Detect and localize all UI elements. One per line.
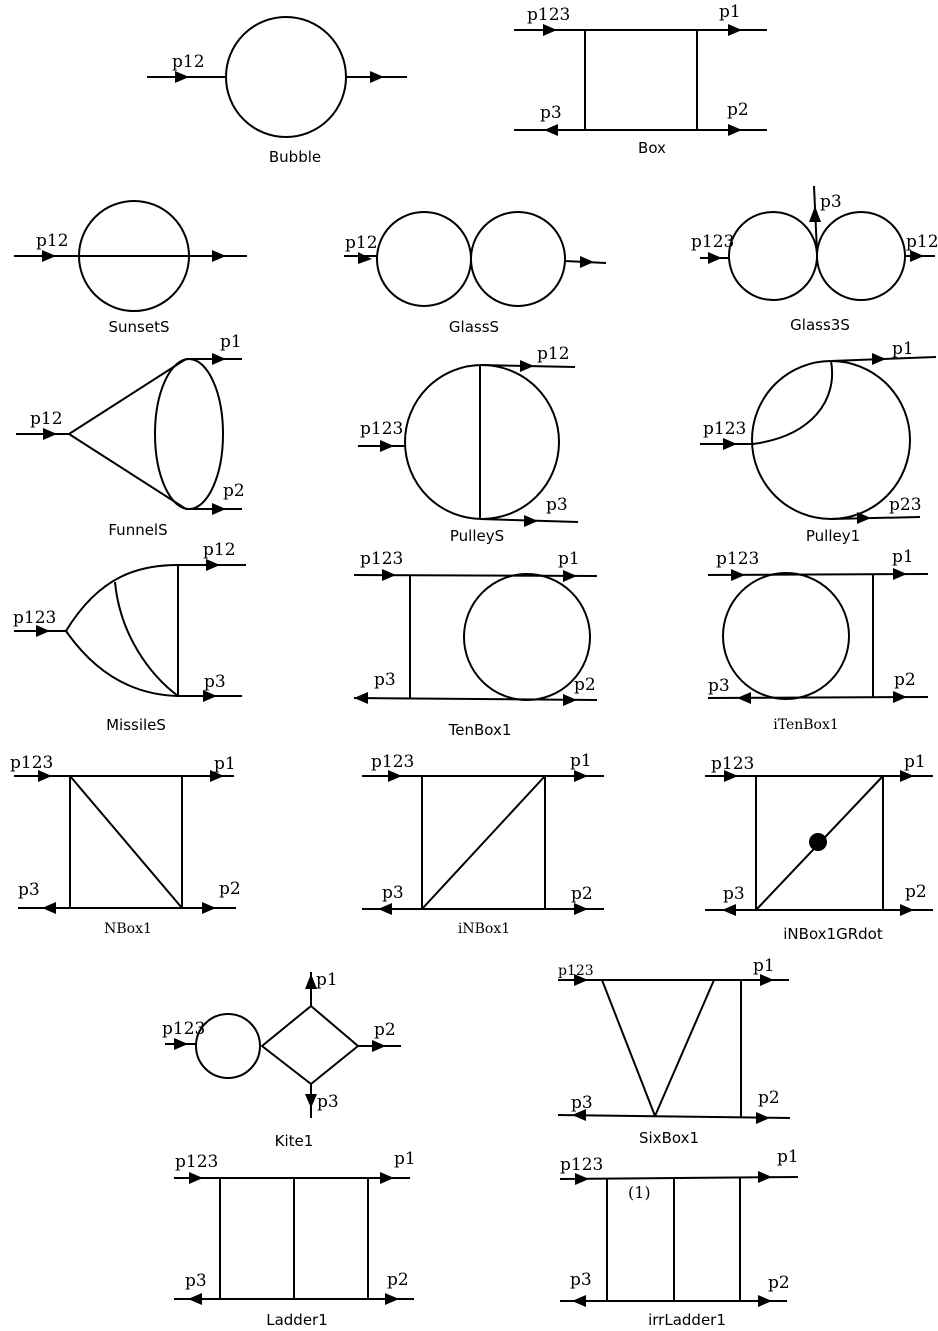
label-momentum: p123	[360, 419, 403, 439]
label-momentum: p1	[316, 970, 338, 990]
label-momentum: p3	[540, 103, 562, 123]
label-momentum: p123	[360, 549, 403, 569]
diagram-box: p123 p1 p3 p2 Box	[514, 2, 767, 157]
label-momentum: p12	[345, 233, 378, 253]
label-momentum: p3	[374, 670, 396, 690]
label-momentum: p1	[753, 956, 775, 976]
label-momentum: p1	[904, 752, 926, 772]
diagram-name: GlassS	[449, 318, 499, 336]
label-momentum: p12	[36, 231, 69, 251]
diagram-ladder: p123 p1 p3 p2 Ladder1	[174, 1149, 416, 1329]
diagram-name: iTenBox1	[773, 717, 839, 733]
diagram-tenbox: p123 p1 p3 p2 TenBox1	[353, 549, 598, 739]
diagram-name: irrLadder1	[648, 1311, 726, 1329]
diagram-name: iNBox1GRdot	[783, 925, 883, 943]
label-momentum: p23	[889, 495, 922, 515]
diagram-irrladder: p123 p1 p3 p2 (1) irrLadder1	[559, 1147, 799, 1329]
diagram-name: PulleyS	[450, 527, 504, 545]
line-annotation: (1)	[628, 1183, 651, 1202]
label-momentum: p2	[374, 1020, 396, 1040]
label-momentum: p2	[219, 879, 241, 899]
label-momentum: p2	[727, 100, 749, 120]
diagram-inbox: p123 p1 p3 p2 iNBox1	[362, 751, 604, 937]
label-momentum: p3	[382, 883, 404, 903]
label-momentum: p3	[317, 1092, 339, 1112]
diagram-name: SunsetS	[109, 318, 170, 336]
label-momentum: p3	[18, 880, 40, 900]
diagram-name: TenBox1	[448, 721, 512, 739]
label-momentum: p123	[558, 963, 594, 979]
label-momentum: p1	[214, 754, 236, 774]
diagram-sixbox: p123 p1 p3 p2 SixBox1	[557, 956, 791, 1147]
diagram-kite: p123 p1 p2 p3 Kite1	[162, 970, 401, 1150]
label-momentum: p2	[574, 675, 596, 695]
label-momentum: p3	[204, 672, 226, 692]
diagram-name: Kite1	[275, 1132, 314, 1150]
diagram-name: FunnelS	[108, 521, 167, 539]
label-momentum: p12	[203, 540, 236, 560]
diagram-glass3: p123 p3 p12 Glass3S	[691, 185, 938, 334]
label-momentum: p12	[906, 232, 938, 252]
label-momentum: p123	[527, 5, 570, 25]
label-momentum: p1	[719, 2, 741, 22]
label-momentum: p123	[162, 1019, 205, 1039]
label-momentum: p123	[691, 232, 734, 252]
diagram-glass: p12 GlassS	[344, 211, 607, 336]
label-momentum: p3	[571, 1093, 593, 1113]
diagram-name: NBox1	[104, 921, 152, 937]
label-momentum: p123	[10, 753, 53, 773]
diagram-name: Ladder1	[266, 1311, 328, 1329]
label-momentum: p1	[777, 1147, 799, 1167]
diagram-name: Pulley1	[806, 527, 860, 545]
label-momentum: p123	[711, 754, 754, 774]
label-momentum: p123	[175, 1152, 218, 1172]
label-momentum: p3	[708, 676, 730, 696]
diagram-name: SixBox1	[639, 1129, 699, 1147]
dot-marker	[809, 833, 827, 851]
label-momentum: p3	[723, 884, 745, 904]
label-momentum: p123	[13, 608, 56, 628]
label-momentum: p12	[30, 409, 63, 429]
diagram-name: iNBox1	[458, 921, 510, 937]
diagram-inboxgr: p123 p1 p3 p2 iNBox1GRdot	[705, 752, 933, 943]
label-momentum: p2	[905, 882, 927, 902]
diagram-name: Glass3S	[790, 316, 850, 334]
label-momentum: p3	[820, 192, 842, 212]
label-momentum: p12	[537, 344, 570, 364]
label-momentum: p123	[716, 549, 759, 569]
diagram-name: Bubble	[269, 148, 321, 166]
diagram-bubble: p12 Bubble	[147, 16, 407, 166]
label-momentum: p1	[892, 547, 914, 567]
label-momentum: p2	[894, 670, 916, 690]
label-momentum: p2	[387, 1270, 409, 1290]
diagram-name: MissileS	[106, 716, 166, 734]
diagram-itenbox: p123 p1 p3 p2 iTenBox1	[707, 547, 929, 733]
diagram-pulley1: p123 p1 p23 Pulley1	[700, 339, 937, 545]
diagram-missile: p123 p12 p3 MissileS	[13, 540, 246, 734]
label-momentum: p2	[223, 481, 245, 501]
diagram-sunset: p12 SunsetS	[14, 200, 247, 336]
diagram-name: Box	[638, 139, 666, 157]
diagram-funnel: p12 p1 p2 FunnelS	[16, 332, 245, 539]
label-momentum: p1	[558, 549, 580, 569]
label-momentum: p1	[220, 332, 242, 352]
label-momentum: p1	[892, 339, 914, 359]
label-momentum: p2	[768, 1273, 790, 1293]
label-momentum: p2	[571, 884, 593, 904]
label-momentum: p123	[703, 419, 746, 439]
label-momentum: p3	[185, 1271, 207, 1291]
label-momentum: p1	[394, 1149, 416, 1169]
diagram-nbox: p123 p1 p3 p2 NBox1	[10, 753, 241, 937]
label-momentum: p123	[371, 752, 414, 772]
label-momentum: p2	[758, 1088, 780, 1108]
label-momentum: p12	[172, 52, 205, 72]
label-momentum: p3	[546, 495, 568, 515]
label-momentum: p1	[570, 751, 592, 771]
label-momentum: p3	[570, 1270, 592, 1290]
diagram-pulleys: p123 p12 p3 PulleyS	[358, 344, 579, 545]
label-momentum: p123	[560, 1155, 603, 1175]
